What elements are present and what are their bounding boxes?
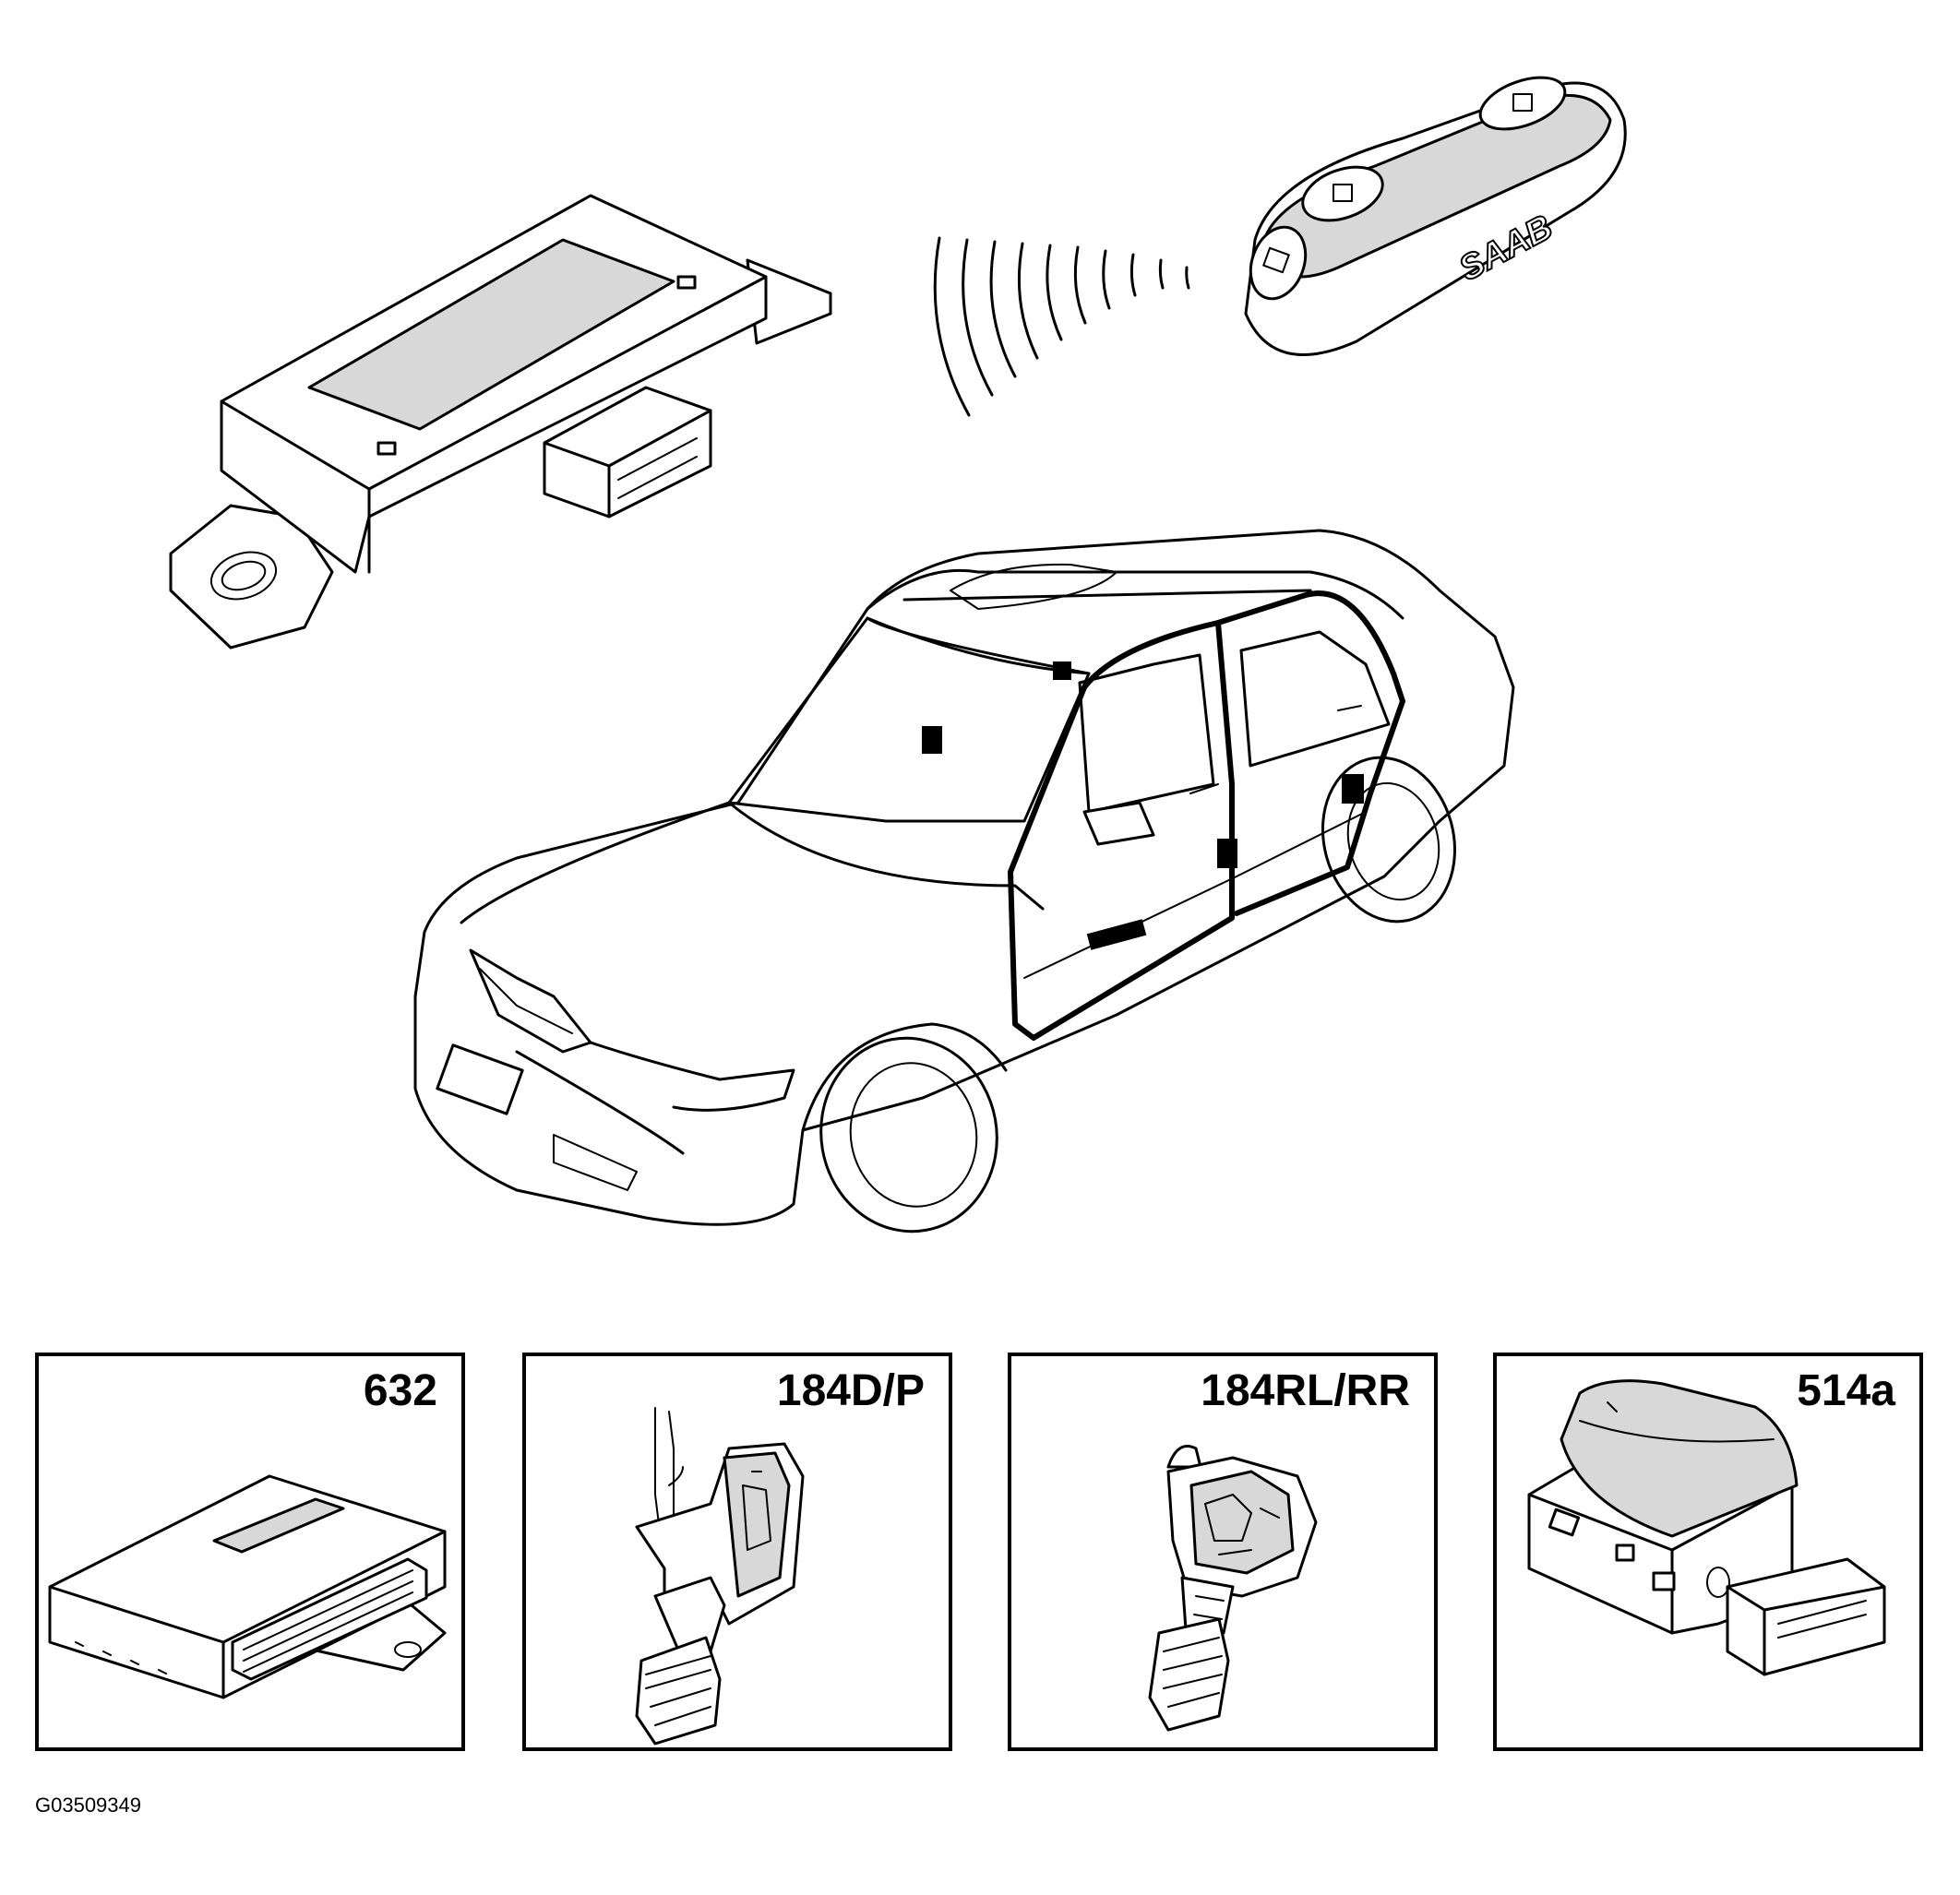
panel-label: 184RL/RR <box>1201 1366 1410 1415</box>
front-door-lock-actuator-drawing <box>635 1407 805 1746</box>
panel-label: 632 <box>363 1366 437 1415</box>
figure-id: G03509349 <box>35 1794 141 1817</box>
unlock-button-icon <box>1301 165 1384 222</box>
rear-quarter-marker <box>1342 774 1364 804</box>
door-lock-marker-upper <box>1053 661 1071 680</box>
control-module-drawing <box>48 1474 447 1699</box>
panel-label: 184D/P <box>776 1366 925 1415</box>
key-fob: SAAB <box>1244 76 1627 356</box>
trunk-button-icon <box>1478 76 1567 131</box>
component-panel-184RL-RR: 184RL/RR <box>1008 1353 1438 1751</box>
receiver-module <box>169 194 832 650</box>
rear-door-lock-actuator-drawing <box>1148 1445 1318 1732</box>
door-handle-marker <box>1086 919 1147 950</box>
license-plate <box>436 1043 524 1115</box>
main-illustration: SAAB <box>169 76 1627 1234</box>
front-door-lock-marker <box>922 726 942 754</box>
component-panel-514a: 514a <box>1493 1353 1923 1751</box>
panel-label: 514a <box>1797 1366 1895 1415</box>
rear-door-lock-marker <box>1217 839 1237 868</box>
switch-drawing <box>1527 1379 1886 1676</box>
component-panel-184D-P: 184D/P <box>522 1353 952 1751</box>
component-panel-632: 632 <box>35 1353 465 1751</box>
radio-waves <box>933 236 1190 417</box>
lock-button-icon <box>1249 225 1308 301</box>
car <box>413 529 1515 1234</box>
